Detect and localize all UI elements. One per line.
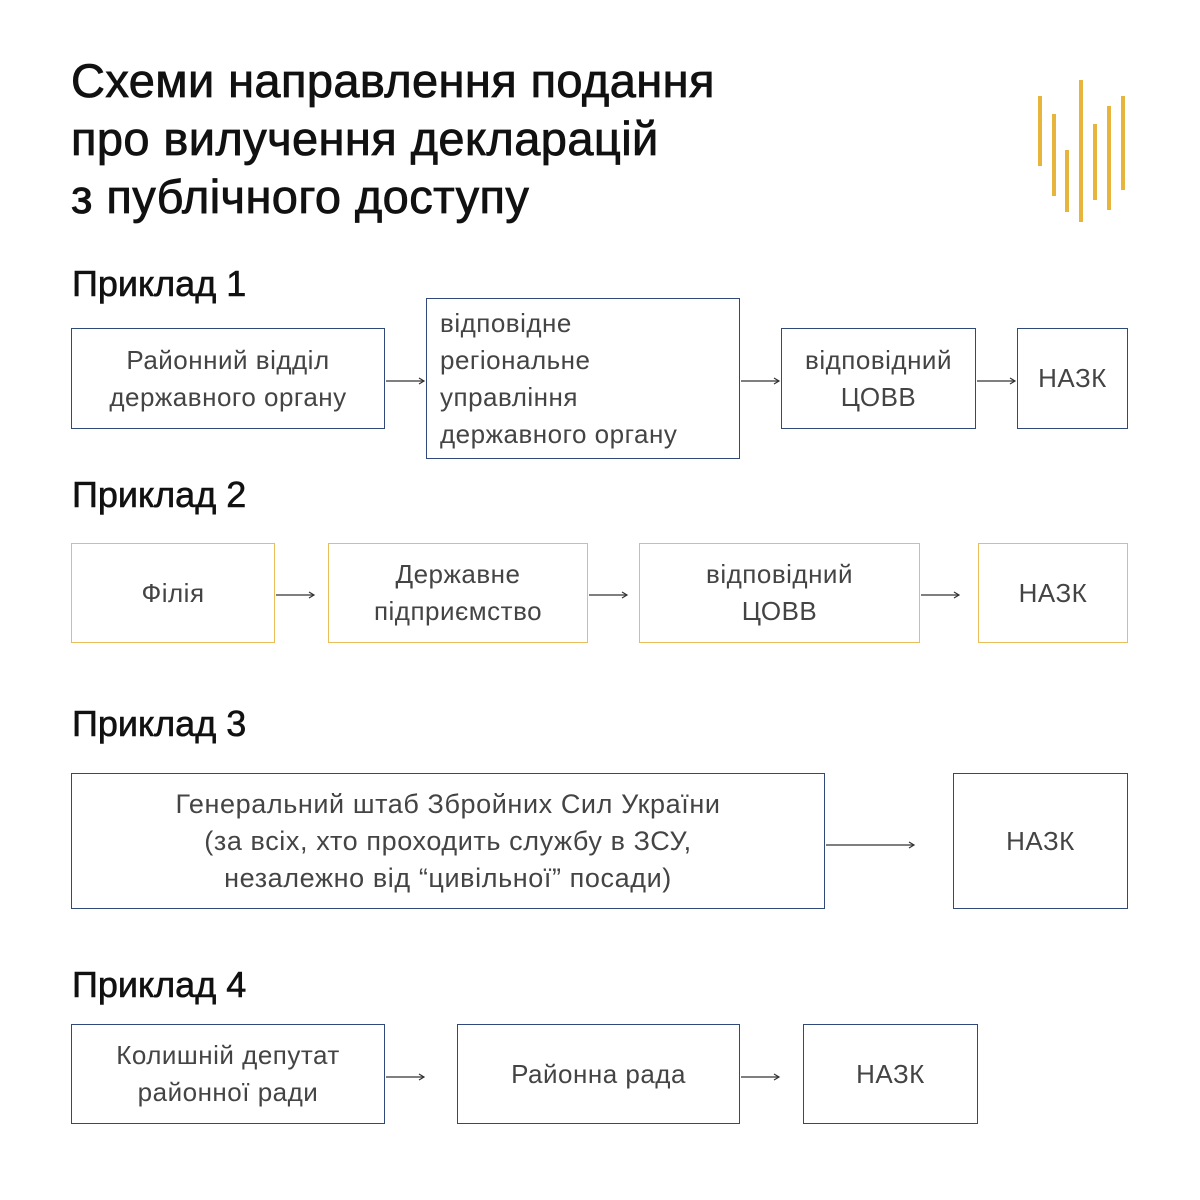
example-2-label: Приклад 2: [72, 474, 247, 516]
title-line-2: про вилучення декларацій: [71, 112, 659, 166]
regional-office-box: відповідне регіональне управління держав…: [426, 298, 740, 459]
box-text-line: Колишній депутат: [116, 1040, 340, 1070]
box-text-line: Генеральний штаб Збройних Сил України: [175, 788, 721, 819]
box-text-line: відповідний: [706, 559, 853, 589]
arrow-right-icon: [386, 377, 426, 385]
box-text-line: Районна рада: [511, 1058, 686, 1089]
nazk-box: НАЗК: [803, 1024, 978, 1124]
arrow-right-icon: [741, 377, 781, 385]
box-text-line: підприємство: [373, 596, 543, 626]
box-text-line: районної ради: [137, 1077, 319, 1107]
former-deputy-box: Колишній депутат районної ради: [71, 1024, 385, 1124]
box-text-line: (за всіх, хто проходить службу в ЗСУ,: [204, 825, 692, 856]
box-text-line: НАЗК: [856, 1058, 925, 1089]
box-text-line: державного органу: [109, 381, 347, 412]
district-department-box: Районний відділ державного органу: [71, 328, 385, 429]
box-text-line: Державне: [395, 559, 521, 589]
branch-box: Філія: [71, 543, 275, 643]
box-text-line: відповідне: [440, 307, 572, 338]
example-4-label: Приклад 4: [72, 964, 247, 1006]
arrow-right-icon: [977, 377, 1017, 385]
box-text-line: НАЗК: [1006, 825, 1075, 856]
state-enterprise-box: Державне підприємство: [328, 543, 588, 643]
box-text-line: Філія: [141, 577, 205, 608]
title-line-1: Схеми направлення подання: [71, 54, 715, 108]
page-title: Схеми направлення подання про вилучення …: [71, 52, 715, 226]
nazk-logo-icon: [1038, 80, 1125, 222]
covv-box: відповідний ЦОВВ: [639, 543, 920, 643]
general-staff-box: Генеральний штаб Збройних Сил України (з…: [71, 773, 825, 909]
box-text-line: регіональне: [440, 344, 591, 375]
arrow-right-icon: [589, 591, 629, 599]
box-text-line: НАЗК: [1018, 577, 1088, 608]
example-1-label: Приклад 1: [72, 263, 247, 305]
district-council-box: Районна рада: [457, 1024, 740, 1124]
arrow-right-icon: [826, 841, 916, 849]
nazk-box: НАЗК: [978, 543, 1128, 643]
nazk-box: НАЗК: [953, 773, 1128, 909]
arrow-right-icon: [276, 591, 316, 599]
arrow-right-icon: [386, 1073, 426, 1081]
covv-box: відповідний ЦОВВ: [781, 328, 976, 429]
box-text-line: Районний відділ: [126, 344, 330, 375]
box-text-line: державного органу: [440, 418, 678, 449]
arrow-right-icon: [921, 591, 961, 599]
box-text-line: незалежно від “цивільної” посади): [224, 862, 672, 893]
box-text-line: ЦОВВ: [840, 381, 917, 412]
example-3-label: Приклад 3: [72, 703, 247, 745]
box-text-line: НАЗК: [1038, 363, 1107, 393]
box-text-line: відповідний: [805, 344, 952, 375]
box-text-line: управління: [440, 381, 578, 412]
arrow-right-icon: [741, 1073, 781, 1081]
box-text-line: ЦОВВ: [741, 596, 818, 626]
nazk-box: НАЗК: [1017, 328, 1128, 429]
title-line-3: з публічного доступу: [71, 170, 530, 224]
